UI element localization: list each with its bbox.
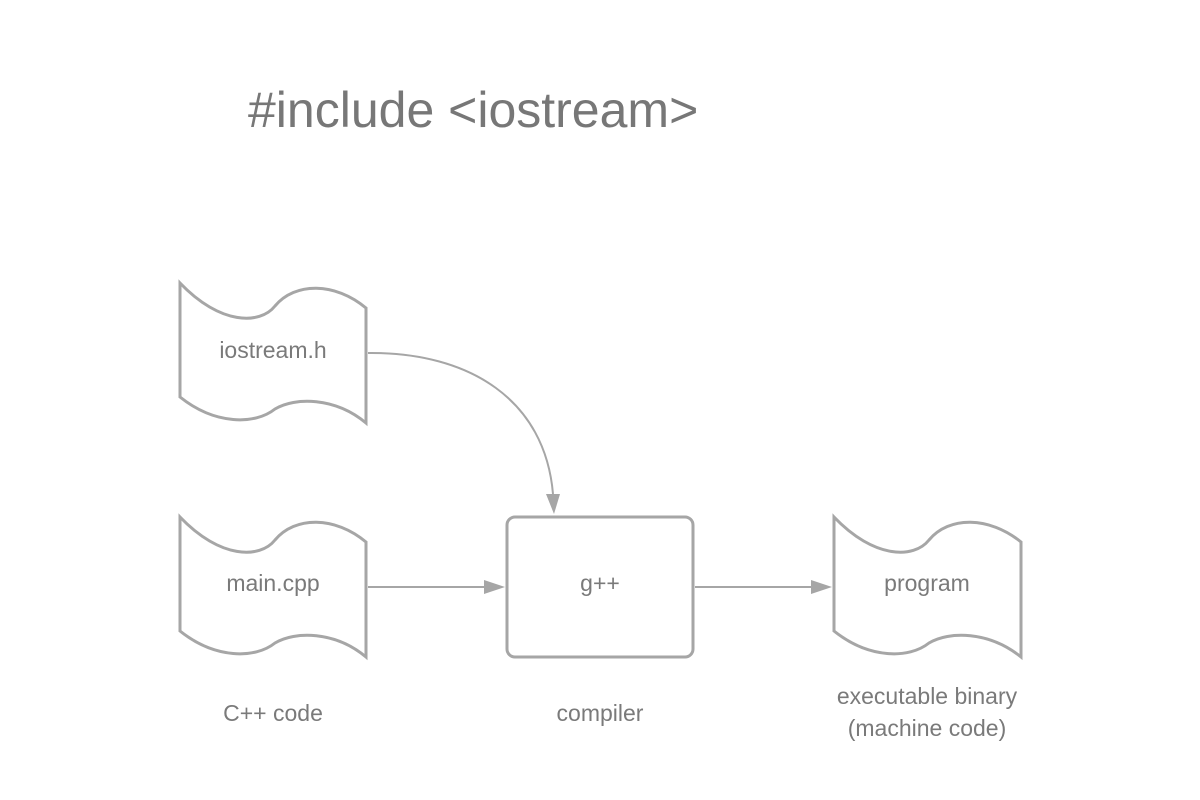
node-main-cpp[interactable]: main.cpp xyxy=(178,513,368,661)
node-iostream-h[interactable]: iostream.h xyxy=(178,279,368,427)
arrowhead xyxy=(811,580,832,594)
document-shape-iostream-h xyxy=(178,279,368,427)
arrowhead xyxy=(546,494,560,514)
node-label-main-cpp: main.cpp xyxy=(226,570,319,596)
caption-cpp-code: C++ code xyxy=(223,700,323,726)
node-program[interactable]: program xyxy=(832,513,1023,661)
caption-executable-binary: executable binary xyxy=(837,683,1018,709)
page-title: #include <iostream> xyxy=(248,82,699,138)
node-label-compiler: g++ xyxy=(580,570,620,596)
edge-main-to-compiler xyxy=(368,580,505,594)
node-label-program: program xyxy=(884,570,970,596)
document-shape-program xyxy=(832,513,1023,661)
edge-iostream-to-compiler xyxy=(367,351,560,514)
node-compiler[interactable]: g++ xyxy=(505,515,695,659)
node-label-iostream-h: iostream.h xyxy=(219,337,326,363)
caption-machine-code: (machine code) xyxy=(848,715,1007,741)
compiler-box xyxy=(505,515,695,659)
caption-compiler: compiler xyxy=(557,700,644,726)
edge-line xyxy=(367,351,554,495)
arrowhead xyxy=(484,580,505,594)
document-shape-main-cpp xyxy=(178,513,368,661)
edge-compiler-to-program xyxy=(695,580,832,594)
